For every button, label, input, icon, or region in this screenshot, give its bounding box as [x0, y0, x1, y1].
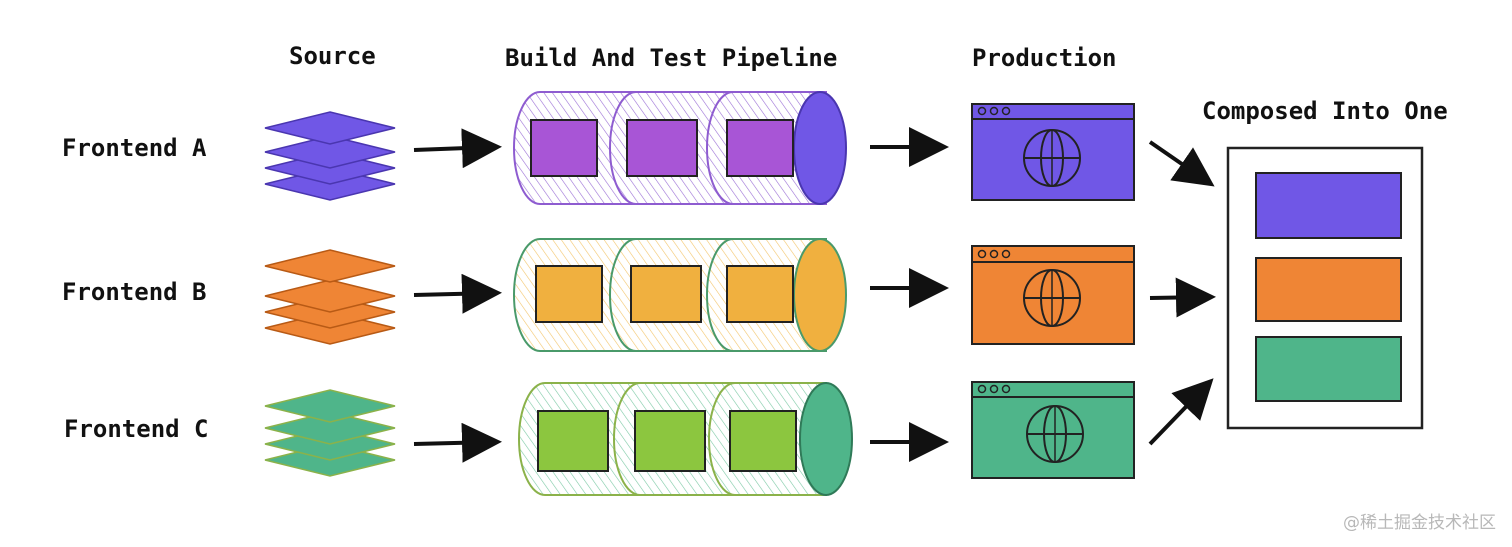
pipeline-stage-box [626, 119, 698, 177]
arrow-source-to-pipeline-a [413, 128, 502, 169]
globe-icon [1026, 405, 1084, 463]
pipeline-stage-box [537, 410, 609, 472]
production-window-a [971, 103, 1135, 201]
source-header: Source [289, 42, 376, 70]
pipeline-stage-box [630, 265, 702, 323]
pipeline-stage-box [530, 119, 598, 177]
arrow-source-to-pipeline-b [413, 273, 502, 314]
pipeline-b [513, 238, 847, 352]
composed-page [1226, 146, 1424, 430]
pipeline-stage-box [634, 410, 706, 472]
production-window-c [971, 381, 1135, 479]
pipeline-header: Build And Test Pipeline [505, 44, 838, 72]
source-stack-c [264, 389, 396, 477]
source-stack-a [264, 111, 396, 201]
row-label-frontend-a: Frontend A [62, 134, 207, 162]
globe-icon [1023, 129, 1081, 187]
row-label-frontend-c: Frontend C [64, 415, 209, 443]
arrow-production-to-composed-a [1148, 140, 1215, 187]
row-label-frontend-b: Frontend B [62, 278, 207, 306]
pipeline-stage-box [535, 265, 603, 323]
pipeline-c [518, 382, 853, 496]
production-header: Production [972, 44, 1117, 72]
source-stack-b [264, 249, 396, 345]
pipeline-stage-box [726, 265, 794, 323]
composed-section-a [1255, 172, 1402, 239]
pipeline-stage-box [729, 410, 797, 472]
arrow-production-to-composed-c [1148, 378, 1214, 446]
arrow-production-to-composed-b [1149, 277, 1216, 318]
pipeline-a [513, 91, 847, 205]
production-window-b [971, 245, 1135, 345]
pipeline-stage-box [726, 119, 794, 177]
arrow-source-to-pipeline-c [413, 422, 502, 463]
composed-section-b [1255, 257, 1402, 322]
watermark: @稀土掘金技术社区 [1343, 513, 1496, 533]
composed-header: Composed Into One [1202, 97, 1448, 125]
composed-section-c [1255, 336, 1402, 402]
globe-icon [1023, 269, 1081, 327]
